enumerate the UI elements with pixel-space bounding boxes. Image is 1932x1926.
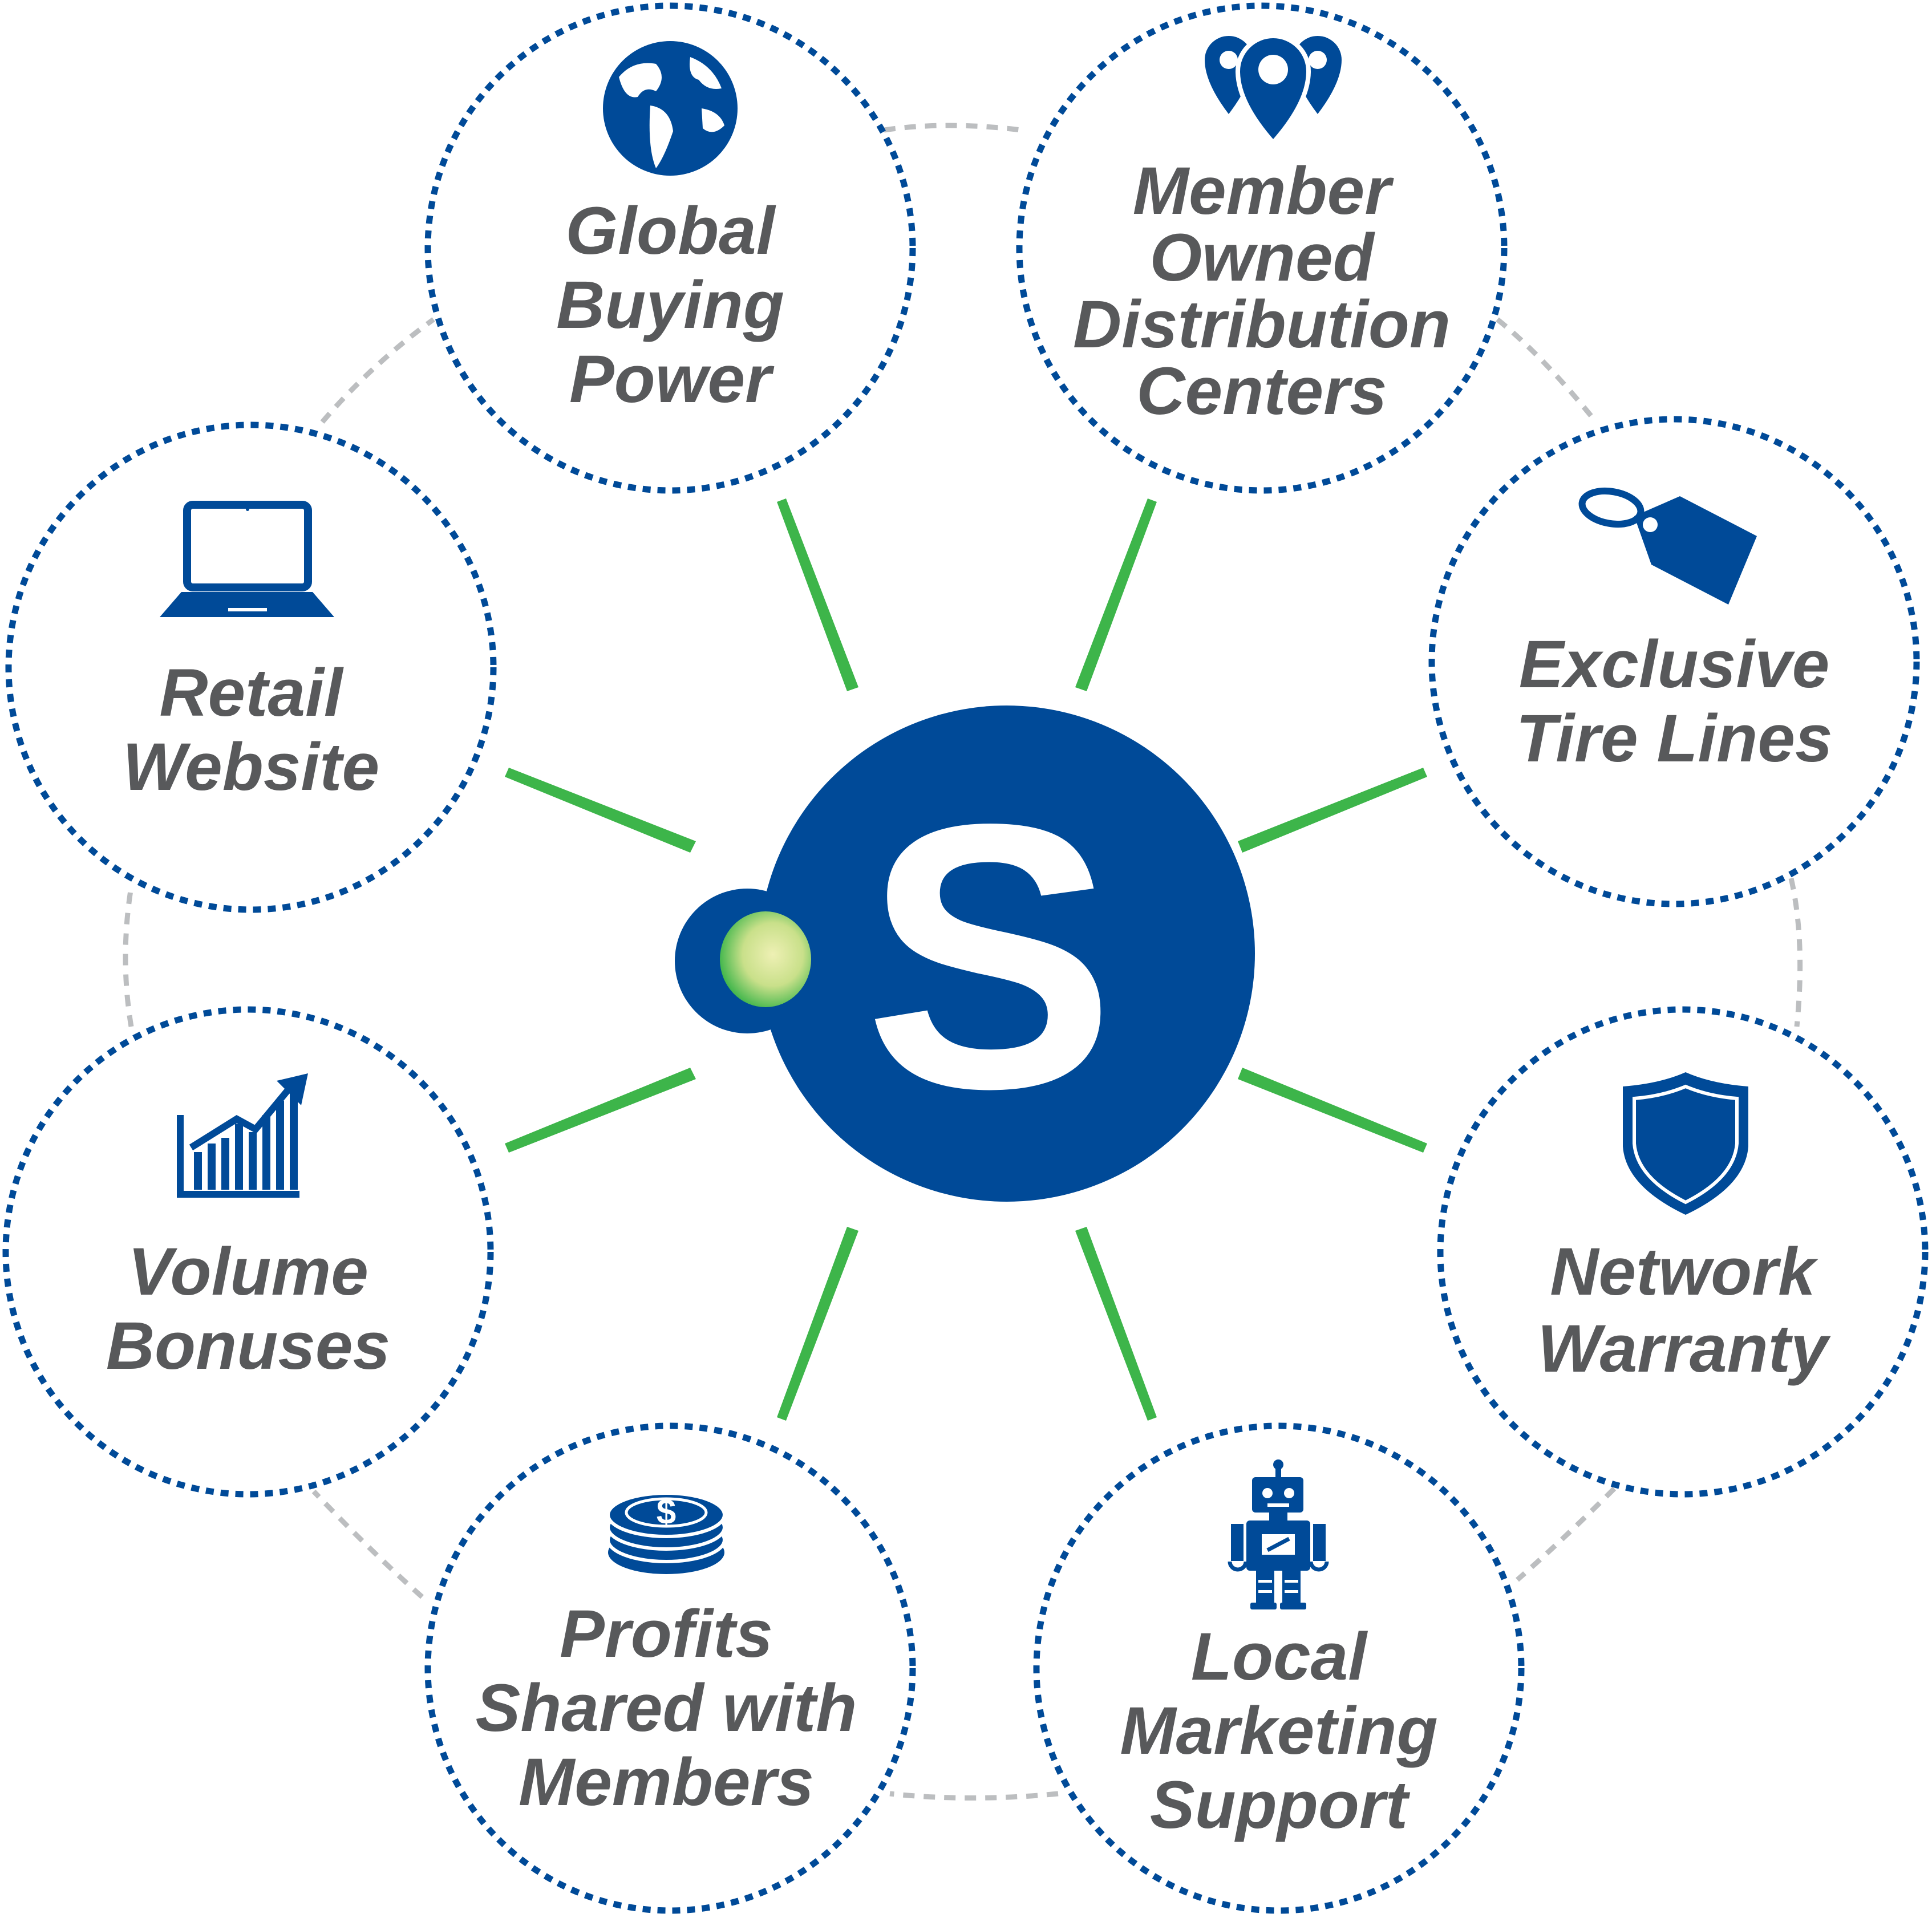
label-line: Tire Lines: [1516, 701, 1832, 776]
connector-member-exclusive: [1496, 317, 1594, 418]
node-labels: Global Buying Power Member Owned Distrib…: [106, 153, 1833, 1843]
circle-global-buying-power: [424, 2, 916, 494]
label-line: Website: [123, 729, 379, 805]
circle-member-owned-distribution-centers: [1016, 2, 1508, 494]
label-exclusive-tire-lines: Exclusive Tire Lines: [1516, 627, 1832, 776]
laptop-icon: [160, 501, 334, 617]
connector-ring: [123, 123, 1803, 1801]
label-line: Volume: [128, 1234, 368, 1309]
circle-volume-bonuses: [2, 1006, 494, 1498]
label-network-warranty: Network Warranty: [1537, 1234, 1831, 1386]
label-member-owned-distribution-centers: Member Owned Distribution Centers: [1073, 153, 1451, 429]
spoke-exclusive: [1238, 768, 1427, 853]
spoke-profits: [777, 1227, 858, 1421]
label-line: Local: [1191, 1619, 1368, 1694]
growth-chart-icon: [177, 1073, 308, 1198]
spoke-global: [777, 498, 858, 691]
label-line: Marketing: [1120, 1693, 1437, 1769]
label-line: Power: [569, 342, 775, 417]
label-line: Profits: [560, 1596, 773, 1672]
spoke-volume: [505, 1068, 696, 1153]
label-line: Buying: [556, 267, 784, 343]
label-line: Bonuses: [106, 1308, 390, 1384]
svg-text:$: $: [657, 1493, 676, 1532]
label-line: Distribution: [1073, 287, 1451, 362]
connector-exclusive-warranty: [1788, 878, 1803, 1027]
label-line: Support: [1150, 1767, 1411, 1843]
label-volume-bonuses: Volume Bonuses: [106, 1234, 390, 1384]
robot-icon: [1228, 1459, 1329, 1609]
spokes: [505, 498, 1427, 1421]
label-line: Member: [1133, 153, 1395, 229]
label-local-marketing-support: Local Marketing Support: [1120, 1619, 1437, 1843]
logo-green-dot: [720, 911, 811, 1007]
spoke-member: [1075, 498, 1157, 691]
spoke-retail: [505, 768, 696, 853]
central-logo: S: [675, 705, 1255, 1202]
circle-network-warranty: [1437, 1006, 1929, 1498]
label-line: Centers: [1136, 354, 1387, 429]
label-line: Exclusive: [1519, 627, 1829, 702]
label-line: Owned: [1149, 220, 1375, 295]
label-line: Shared with: [476, 1670, 857, 1746]
label-profits-shared-with-members: Profits Shared with Members: [476, 1596, 857, 1820]
label-line: Network: [1550, 1234, 1818, 1309]
circle-exclusive-tire-lines: [1428, 416, 1920, 907]
connector-profits-volume: [311, 1489, 424, 1599]
connector-volume-retail: [123, 886, 134, 1027]
spoke-local: [1075, 1227, 1157, 1421]
label-line: Retail: [159, 655, 344, 731]
label-line: Members: [519, 1745, 814, 1820]
label-line: Warranty: [1537, 1311, 1831, 1386]
connector-warranty-local: [1516, 1486, 1617, 1582]
circle-retail-website: [5, 421, 497, 913]
label-retail-website: Retail Website: [123, 655, 379, 805]
connector-retail-global: [320, 317, 435, 424]
logo-letter: S: [864, 746, 1115, 1166]
label-line: Global: [565, 193, 776, 269]
connector-local-profits: [889, 1791, 1059, 1801]
globe-icon: [603, 41, 738, 176]
map-pins-icon: [1205, 34, 1342, 147]
price-tag-icon: [1578, 487, 1757, 605]
shield-icon: [1623, 1072, 1748, 1215]
circle-profits-shared-with-members: [424, 1422, 916, 1914]
connector-global-member: [884, 123, 1022, 133]
label-global-buying-power: Global Buying Power: [556, 193, 784, 417]
spoke-warranty: [1238, 1068, 1427, 1153]
coins-icon: $: [606, 1491, 726, 1574]
logo-large-circle: [759, 705, 1255, 1202]
circle-local-marketing-support: [1033, 1422, 1525, 1914]
